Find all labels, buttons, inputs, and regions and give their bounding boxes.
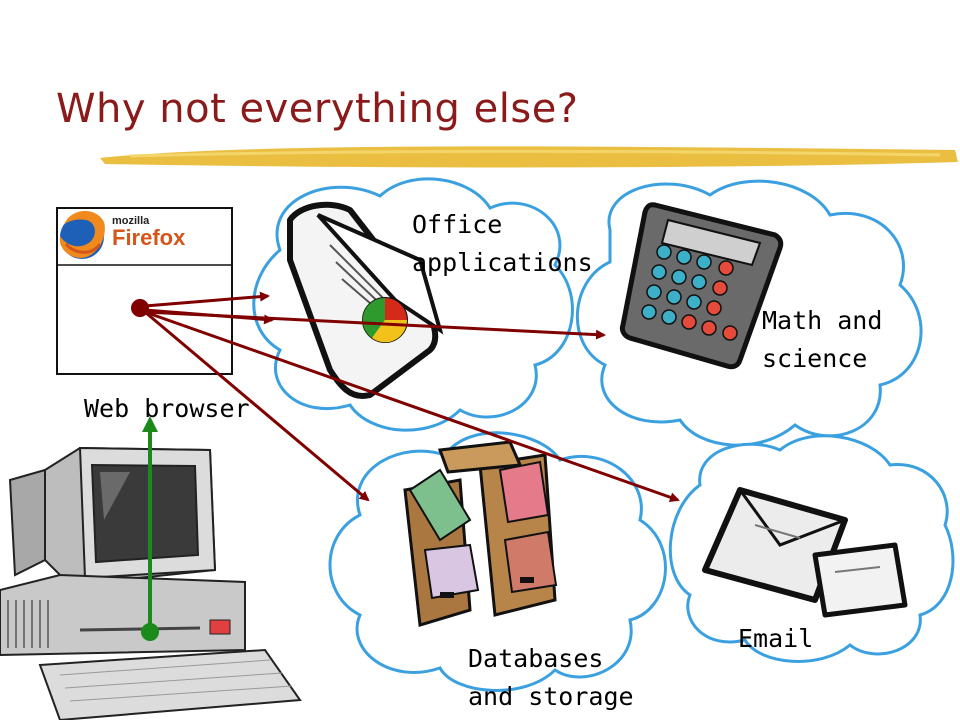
browser-window [56,207,233,375]
math-label: Math and science [762,302,882,378]
office-label: Office applications [412,206,593,282]
arrow-to-database [144,310,370,502]
office-documents-icon [287,201,444,399]
connection-arrows [144,291,680,503]
math-label-line2: science [762,344,868,373]
upload-arrow [141,416,159,641]
arrow-to-math [144,310,606,340]
email-label: Email [738,624,814,653]
office-label-line1: Office [412,210,503,239]
firefox-label: Firefox [112,225,186,250]
mozilla-label: mozilla [112,215,150,227]
title-underline [100,146,958,168]
arrow-to-email [144,310,680,503]
database-label: Databases and storage [468,640,634,716]
firefox-logo-icon [59,211,105,259]
file-cabinets-icon [403,440,558,627]
office-label-line2: applications [412,248,593,277]
math-label-line1: Math and [762,306,883,335]
database-label-line2: and storage [468,682,634,711]
web-browser-label: Web browser [84,394,250,423]
arrow-to-office-1 [144,291,270,308]
browser-origin-dot [131,299,149,317]
computer-icon [0,446,302,720]
calculator-icon [619,202,784,370]
envelope-icon [702,487,908,618]
database-label-line1: Databases [468,644,604,673]
firefox-wordmark: mozilla Firefox [112,215,185,249]
page-title: Why not everything else? [56,86,579,132]
